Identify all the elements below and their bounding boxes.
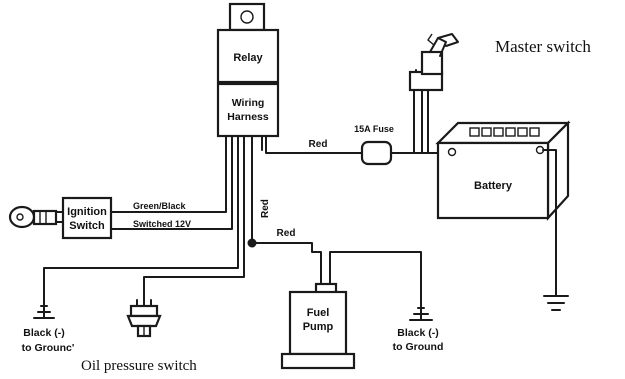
- master-switch-label: Master switch: [495, 37, 591, 56]
- fuse-15a: [360, 140, 393, 166]
- ground-symbol-right: [409, 307, 433, 321]
- ground-symbol-left: [33, 305, 55, 319]
- ground-right-label-line2: to Ground: [393, 341, 444, 353]
- wire-red-fuse: [265, 135, 363, 154]
- wire-ignition: [110, 135, 233, 230]
- wire-master-switch: [413, 69, 429, 154]
- relay-box: Relay: [216, 28, 280, 84]
- ground-left-label-line2: to Grounс': [22, 342, 75, 354]
- ignition-label-line1: Ignition: [67, 206, 107, 218]
- battery-label: Battery: [474, 180, 513, 192]
- wiring-harness: Wiring Harness: [216, 82, 280, 138]
- master-switch-icon: [408, 33, 459, 92]
- fuel-pump: Fuel Pump: [280, 251, 422, 370]
- ignition-key-icon: [8, 205, 64, 229]
- relay-label: Relay: [233, 52, 263, 64]
- ground-left-label-line1: Black (-): [23, 327, 64, 339]
- red-label-vertical: Red: [260, 199, 271, 218]
- battery: Battery: [435, 120, 571, 297]
- fuse-label: 15A Fuse: [354, 124, 394, 134]
- ignition-label-line2: Switch: [69, 220, 105, 232]
- switched-12v-label: Switched 12V: [133, 219, 191, 229]
- harness-label-line2: Harness: [227, 111, 269, 123]
- relay-mount-tab: [228, 2, 266, 32]
- ground-symbol-battery: [543, 295, 569, 311]
- wire-junction: [247, 238, 257, 248]
- ignition-switch: Ignition Switch: [61, 196, 113, 240]
- ground-right-label-line1: Black (-): [397, 327, 438, 339]
- harness-label-line1: Wiring: [232, 97, 265, 109]
- wire-oil-switch: [143, 135, 245, 307]
- fuel-pump-label-line2: Pump: [303, 321, 334, 333]
- red-label-pump: Red: [277, 228, 296, 239]
- red-label-harness: Red: [309, 139, 328, 150]
- oil-pressure-switch-label: Oil pressure switch: [81, 358, 197, 374]
- wire-red-pump: [251, 242, 322, 293]
- fuel-pump-label-line1: Fuel: [307, 307, 330, 319]
- wire-ground-left: [43, 135, 239, 319]
- oil-pressure-switch-icon: [126, 299, 162, 338]
- green-black-label: Green/Black: [133, 201, 187, 211]
